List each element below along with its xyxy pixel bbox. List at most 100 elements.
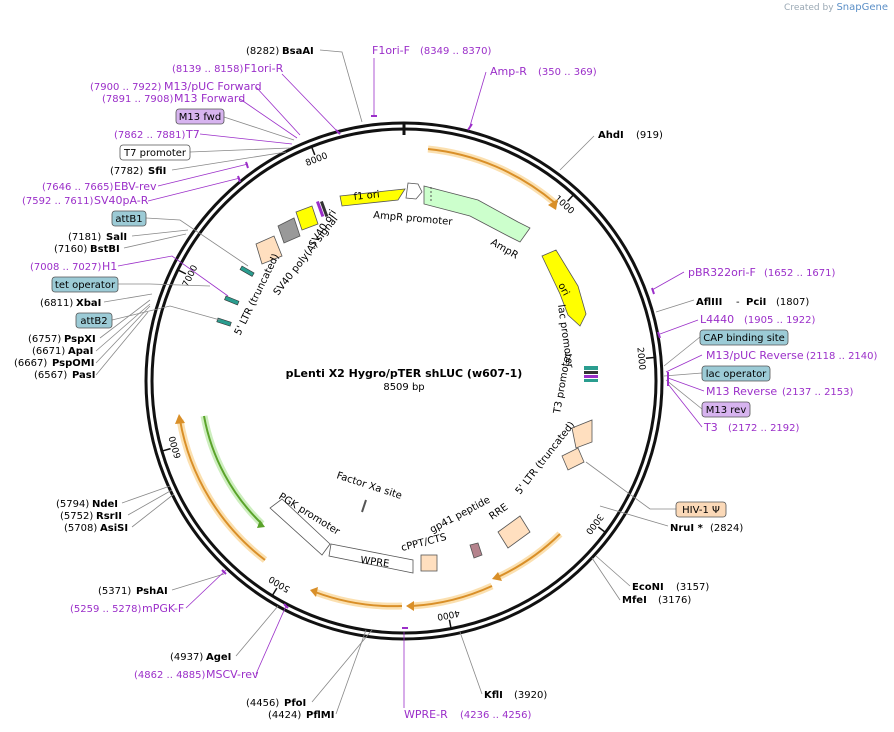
enzyme-sali[interactable]: SalI [106,232,127,243]
leader-m13rev-box [665,379,703,410]
leader-econi [595,555,631,587]
enzyme-econi-coord: (3157) [676,582,709,593]
primer-mscv-rev[interactable]: MSCV-rev [206,668,259,681]
primer-pbr322ori-f[interactable]: pBR322ori-F [688,266,756,279]
box-m13-fwd[interactable]: M13 fwd [175,108,225,125]
leader-rsrii [127,489,173,516]
primer-wpre-r[interactable]: WPRE-R [404,708,448,721]
primer-m13puc-fwd-range: (7900 .. 7922) [90,82,162,93]
enzyme-xbai-coord: (6811) [40,298,73,309]
enzyme-bsaai-coord: (8282) [246,46,279,57]
enzyme-pcii[interactable]: PciI [746,297,766,308]
tick-mark [178,269,187,275]
box-cap-binding-site[interactable]: CAP binding site [699,329,789,346]
box-t7-promoter[interactable]: T7 promoter [119,144,191,161]
leader-t7 [199,133,293,145]
enzyme-sfii[interactable]: SfiI [148,166,166,177]
enzyme-labels: BsaAI (8282) AhdI (919) SfiI (7782) SalI… [14,46,809,721]
leader-asisi [131,493,175,528]
enzyme-bsaai[interactable]: BsaAI [282,46,314,57]
primer-t7[interactable]: T7 [185,128,200,141]
enzyme-econi[interactable]: EcoNI [632,582,664,593]
credit-prefix: Created by [784,3,834,13]
enzyme-ahdi[interactable]: AhdI [598,130,624,141]
feature-ori [541,249,587,327]
feature-cppt-label: cPPT/CTS [400,532,448,554]
feature-wpre [328,543,414,574]
feature-ltr-5-label: 5' LTR (truncated) [233,252,282,337]
orf-arc-left-orange [176,419,268,563]
enzyme-apai[interactable]: ApaI [68,346,93,357]
primer-m13puc-rev[interactable]: M13/pUC Reverse [706,349,804,362]
enzyme-pflmi[interactable]: PflMI [306,710,334,721]
enzyme-xbai[interactable]: XbaI [76,298,101,309]
primer-ebv-rev[interactable]: EBV-rev [114,180,157,193]
feature-teal-2 [224,295,240,306]
tick-label: 8000 [304,151,329,169]
tick-mark [645,356,654,359]
leader-pbr322ori-f [651,271,685,291]
tick-mark [311,147,316,156]
primer-m13-rev[interactable]: M13 Reverse [706,385,777,398]
enzyme-pspomi-coord: (6667) [14,358,47,369]
primer-f1ori-f[interactable]: F1ori-F [372,44,410,57]
box-attb2-label: attB2 [80,316,107,327]
enzyme-pfoi[interactable]: PfoI [284,698,306,709]
enzyme-pspomi[interactable]: PspOMI [52,358,94,369]
box-attb1[interactable]: attB1 [111,210,147,227]
leader-pshai [171,573,225,591]
enzyme-ndei[interactable]: NdeI [92,499,118,510]
primer-h1[interactable]: H1 [102,260,117,273]
box-hiv1-psi[interactable]: HIV-1 Ψ [675,501,727,518]
credit-brand: SnapGene [836,2,888,13]
feature-rre [497,515,531,549]
leader-pfoi [311,629,373,703]
enzyme-ndei-coord: (5794) [56,499,89,510]
leader-nrui [599,505,669,527]
orf-arc-left-green-core [203,415,263,525]
enzyme-asisi[interactable]: AsiSI [100,523,128,534]
primer-m13puc-fwd[interactable]: M13/pUC Forward [164,80,262,93]
enzyme-pasi[interactable]: PasI [72,370,95,381]
tick-label: 3000 [583,512,605,537]
box-lac-operator[interactable]: lac operator [701,365,771,382]
enzyme-nrui[interactable]: NruI * [670,523,704,534]
enzyme-pshai[interactable]: PshAI [136,586,168,597]
enzyme-afliii[interactable]: AflIII [696,297,722,308]
box-attb2[interactable]: attB2 [75,312,113,329]
leader-attb1 [145,217,249,267]
box-hiv1-psi-label: HIV-1 Ψ [682,505,720,516]
primer-t3[interactable]: T3 [703,421,718,434]
enzyme-agei[interactable]: AgeI [206,652,231,663]
primer-mpgk-f-range: (5259 .. 5278) [70,604,142,615]
enzyme-mfei[interactable]: MfeI [622,595,647,606]
primer-h1-range: (7008 .. 7027) [30,262,102,273]
primer-mark-ebv-rev [245,161,249,169]
enzyme-bstbi[interactable]: BstBI [90,244,120,255]
enzyme-ahdi-coord: (919) [636,130,663,141]
feature-ori-label: ori [555,281,571,298]
enzyme-kfli[interactable]: KflI [484,690,503,701]
leader-hiv-box [585,461,676,510]
leader-f1ori-r [281,73,337,131]
enzyme-rsrii[interactable]: RsrII [96,511,122,522]
feature-gp41-label: gp41 peptide [428,495,492,536]
primer-amp-r[interactable]: Amp-R [490,65,527,78]
primer-l4440[interactable]: L4440 [700,313,734,326]
leader-sfii [171,151,287,171]
box-m13-rev[interactable]: M13 rev [701,401,751,418]
leader-afliii [655,299,695,313]
feature-marker-2 [319,200,329,218]
leader-pspomi [95,305,151,364]
primer-sv40pa-r[interactable]: SV40pA-R [94,194,149,207]
orf-arc-hygro-2-core [411,585,493,607]
enzyme-pspxi[interactable]: PspXI [64,334,96,345]
primer-sv40pa-r-range: (7592 .. 7611) [22,196,94,207]
primer-f1ori-r[interactable]: F1ori-R [244,62,284,75]
feature-lac-block-1 [584,366,598,370]
primer-m13-fwd[interactable]: M13 Forward [174,92,245,105]
primer-labels: F1ori-F (8349 .. 8370) Amp-R (350 .. 369… [22,44,878,721]
primer-mpgk-f[interactable]: mPGK-F [142,602,184,615]
box-tet-operator[interactable]: tet operator [51,276,119,293]
leader-mscv-rev [255,605,287,675]
